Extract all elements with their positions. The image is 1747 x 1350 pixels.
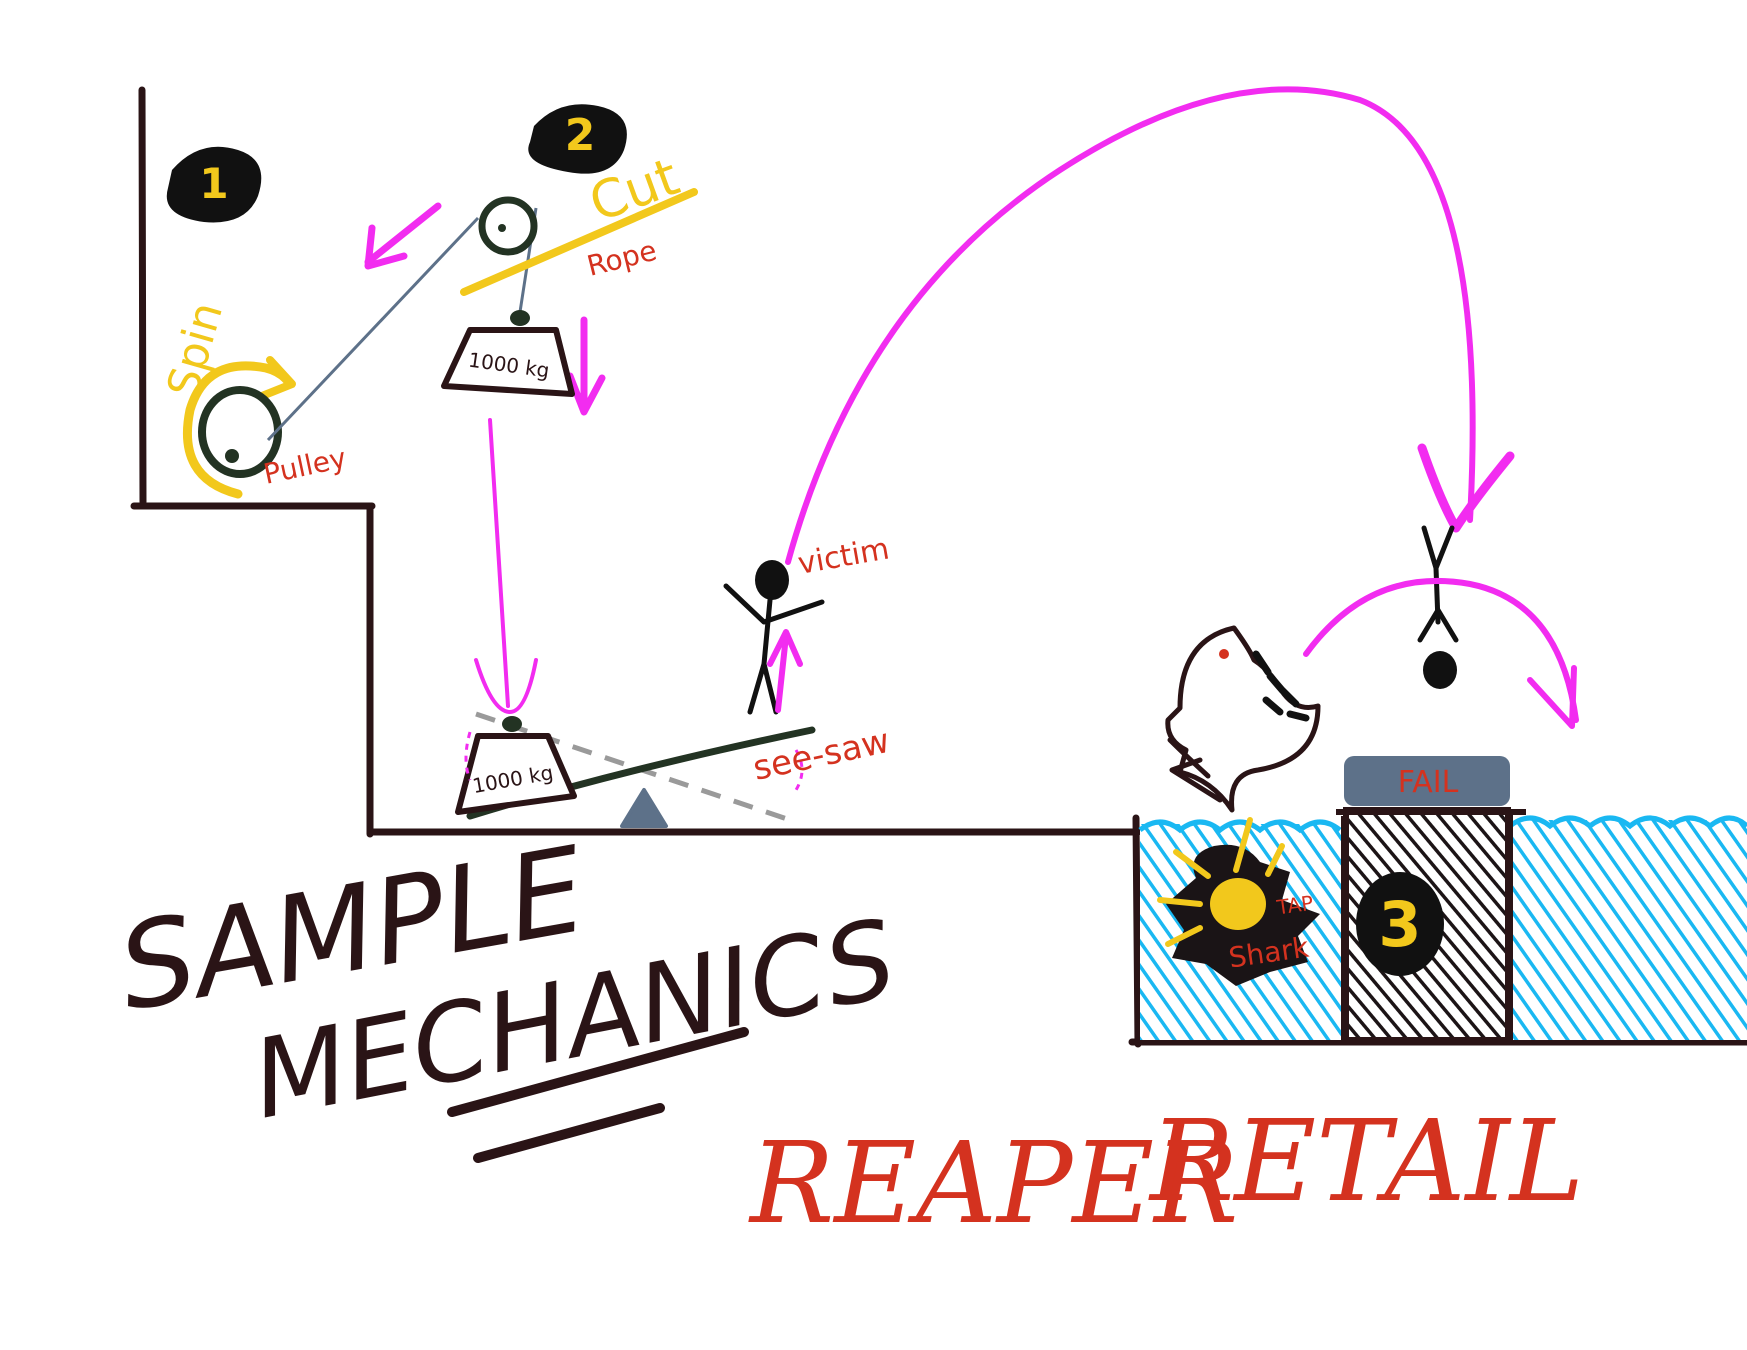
title: SAMPLE MECHANICS [109, 820, 906, 1158]
spin-label: Spin [158, 297, 233, 403]
pulley-axle [225, 449, 239, 463]
waves-right [1510, 818, 1747, 826]
rope-system: Cut Rope [268, 147, 694, 440]
seesaw-fulcrum [622, 790, 666, 826]
launch-trajectory [788, 89, 1473, 562]
step-badge-2: 2 [528, 104, 627, 173]
victim-label: victim [795, 531, 892, 581]
falling-legs [1424, 528, 1452, 568]
weight-top: 1000 kg [444, 310, 572, 394]
falling-arms [1420, 610, 1456, 640]
shark-eye [1219, 649, 1229, 659]
falling-figure [1420, 528, 1457, 689]
open-water-right [1510, 820, 1747, 1040]
step-badge-1: 1 [167, 147, 262, 223]
left-wall [142, 90, 143, 502]
victim-head [755, 560, 789, 600]
victim-body [764, 600, 770, 664]
shark [1168, 628, 1318, 810]
brand: REAPER RETAIL [748, 1097, 1584, 1249]
step-3-label: 3 [1378, 888, 1421, 961]
landing-arrowhead [1422, 448, 1510, 528]
falling-head [1423, 651, 1457, 689]
step-2-label: 2 [565, 110, 596, 161]
spin-pulley: Spin Pulley [158, 297, 350, 494]
brand-word-2: RETAIL [1148, 1097, 1584, 1227]
step-1-label: 1 [199, 159, 228, 208]
rope-label: Rope [584, 234, 660, 283]
top-pulley [482, 200, 534, 252]
victim-figure: victim [726, 531, 892, 712]
fail-trap: FAIL 3 [1336, 756, 1526, 1040]
tap-shark-dot [1210, 878, 1266, 930]
launch-arc [770, 89, 1510, 710]
tank-left-wall [1136, 818, 1138, 1044]
victim-legs [750, 664, 776, 712]
top-pulley-axle [498, 224, 506, 232]
deflect-trajectory [1306, 581, 1576, 720]
seesaw-label: see-saw [750, 721, 893, 789]
drop-arrow [476, 420, 536, 712]
drop-arrow-shaft [490, 420, 508, 706]
fail-label: FAIL [1398, 765, 1459, 800]
see-saw: 1000 kg see-saw [458, 714, 893, 826]
